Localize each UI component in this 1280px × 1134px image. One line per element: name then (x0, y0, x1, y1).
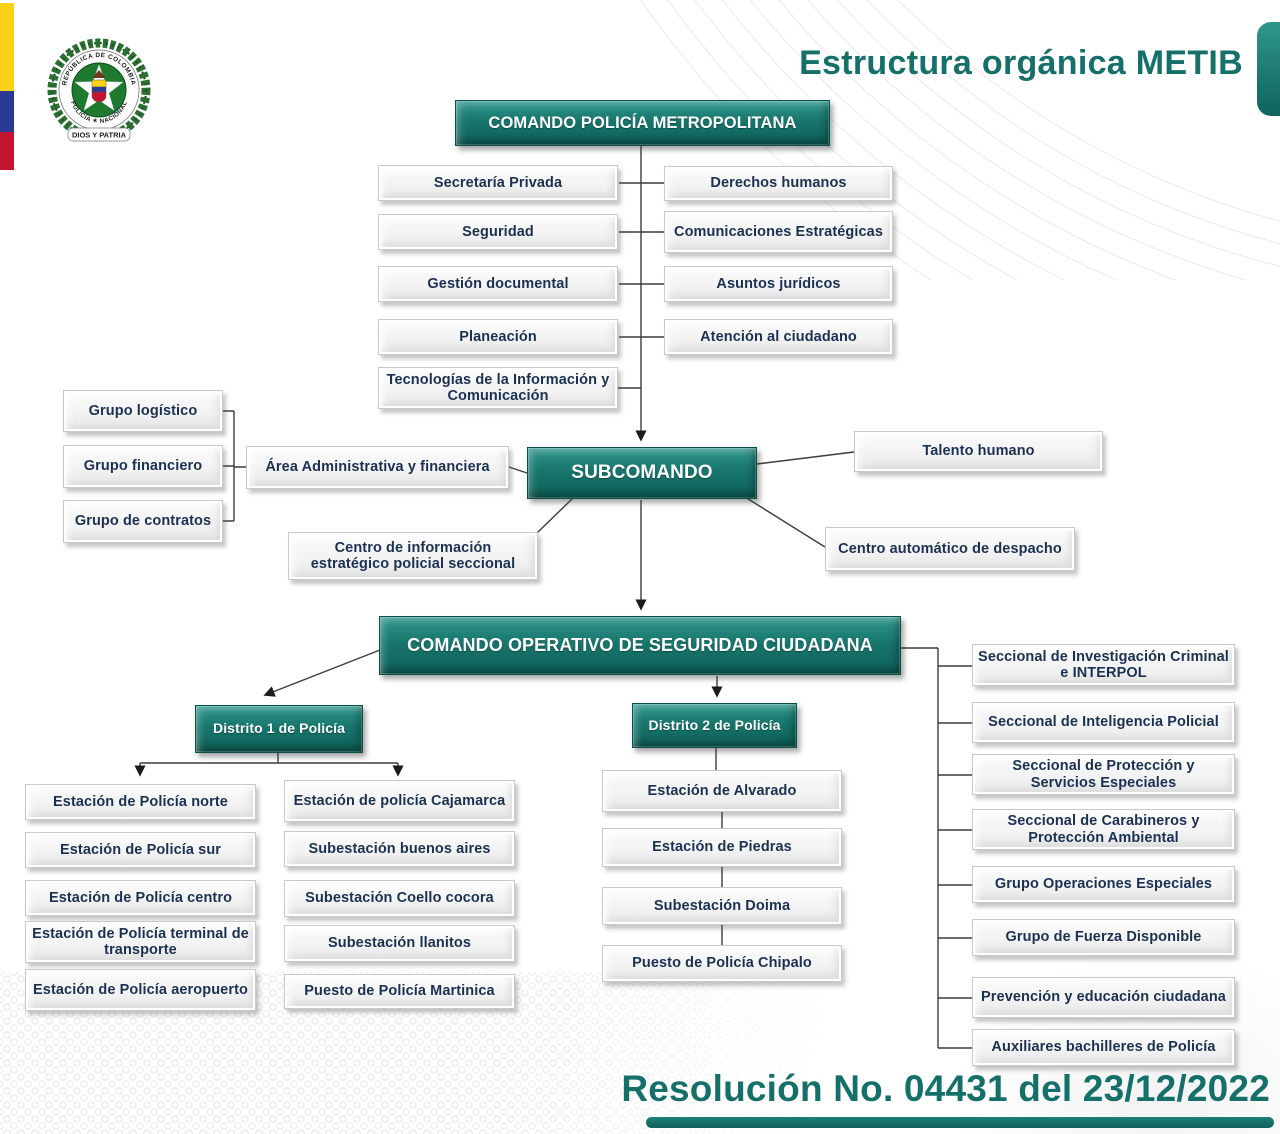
node-distrito-1: Distrito 1 de Policía (195, 705, 363, 753)
node-seccional-carabineros: Seccional de Carabineros y Protección Am… (972, 809, 1235, 850)
node-seccional-proteccion: Seccional de Protección y Servicios Espe… (972, 754, 1235, 795)
node-estacion-sur: Estación de Policía sur (25, 832, 256, 868)
node-grupo-contratos: Grupo de contratos (63, 500, 223, 543)
node-subestacion-llanitos: Subestación llanitos (284, 925, 515, 962)
node-prevencion-educacion: Prevención y educación ciudadana (972, 977, 1235, 1018)
node-seccional-inteligencia: Seccional de Inteligencia Policial (972, 702, 1235, 743)
node-distrito-2: Distrito 2 de Policía (632, 703, 797, 748)
node-comunicaciones-estrategicas: Comunicaciones Estratégicas (664, 211, 893, 253)
node-asuntos-juridicos: Asuntos jurídicos (664, 266, 893, 302)
node-atencion-ciudadano: Atención al ciudadano (664, 319, 893, 355)
node-seguridad: Seguridad (378, 214, 618, 250)
node-estacion-alvarado: Estación de Alvarado (602, 770, 842, 812)
node-planeacion: Planeación (378, 319, 618, 355)
node-puesto-chipalo: Puesto de Policía Chipalo (602, 945, 842, 982)
node-derechos-humanos: Derechos humanos (664, 166, 893, 201)
node-seccional-investigacion-criminal: Seccional de Investigación Criminal e IN… (972, 644, 1235, 686)
node-estacion-norte: Estación de Policía norte (25, 784, 256, 820)
node-centro-despacho: Centro automático de despacho (825, 527, 1075, 571)
colombia-flag-strip (0, 3, 14, 170)
node-estacion-cajamarca: Estación de policía Cajamarca (284, 780, 515, 822)
logo-motto: DIOS Y PATRIA (72, 131, 127, 140)
node-estacion-centro: Estación de Policía centro (25, 880, 256, 916)
node-puesto-martinica: Puesto de Policía Martinica (284, 974, 515, 1009)
node-subestacion-buenos-aires: Subestación buenos aires (284, 831, 515, 867)
node-gestion-documental: Gestión documental (378, 266, 618, 302)
node-estacion-piedras: Estación de Piedras (602, 828, 842, 867)
flag-blue-band (0, 91, 14, 132)
node-grupo-logistico: Grupo logístico (63, 390, 223, 432)
flag-red-band (0, 132, 14, 170)
page-title: Estructura orgánica METIB (799, 44, 1243, 82)
node-comando-operativo: COMANDO OPERATIVO DE SEGURIDAD CIUDADANA (379, 616, 901, 675)
flag-yellow-band (0, 3, 14, 91)
node-subestacion-coello-cocora: Subestación Coello cocora (284, 880, 515, 917)
node-talento-humano: Talento humano (854, 431, 1103, 472)
resolution-underline-bar (646, 1117, 1274, 1128)
node-subcomando: SUBCOMANDO (527, 447, 757, 499)
node-grupo-operaciones-especiales: Grupo Operaciones Especiales (972, 866, 1235, 903)
resolution-text: Resolución No. 04431 del 23/12/2022 (621, 1068, 1270, 1109)
node-auxiliares-bachilleres: Auxiliares bachilleres de Policía (972, 1029, 1235, 1066)
node-area-administrativa: Área Administrativa y financiera (246, 446, 509, 489)
node-subestacion-doima: Subestación Doima (602, 887, 842, 925)
node-centro-informacion: Centro de información estratégico polici… (288, 532, 538, 580)
node-grupo-financiero: Grupo financiero (63, 445, 223, 488)
node-secretaria-privada: Secretaría Privada (378, 165, 618, 201)
node-tecnologias-informacion: Tecnologías de la Información y Comunica… (378, 367, 618, 409)
node-estacion-terminal: Estación de Policía terminal de transpor… (25, 921, 256, 963)
node-estacion-aeropuerto: Estación de Policía aeropuerto (25, 969, 256, 1011)
title-accent-pill (1257, 22, 1280, 116)
node-comando-policia-metropolitana: COMANDO POLICÍA METROPOLITANA (455, 100, 830, 146)
node-grupo-fuerza-disponible: Grupo de Fuerza Disponible (972, 919, 1235, 956)
policia-nacional-logo: REPÚBLICA DE COLOMBIA POLICÍA ✶ NACIONAL… (47, 38, 151, 142)
